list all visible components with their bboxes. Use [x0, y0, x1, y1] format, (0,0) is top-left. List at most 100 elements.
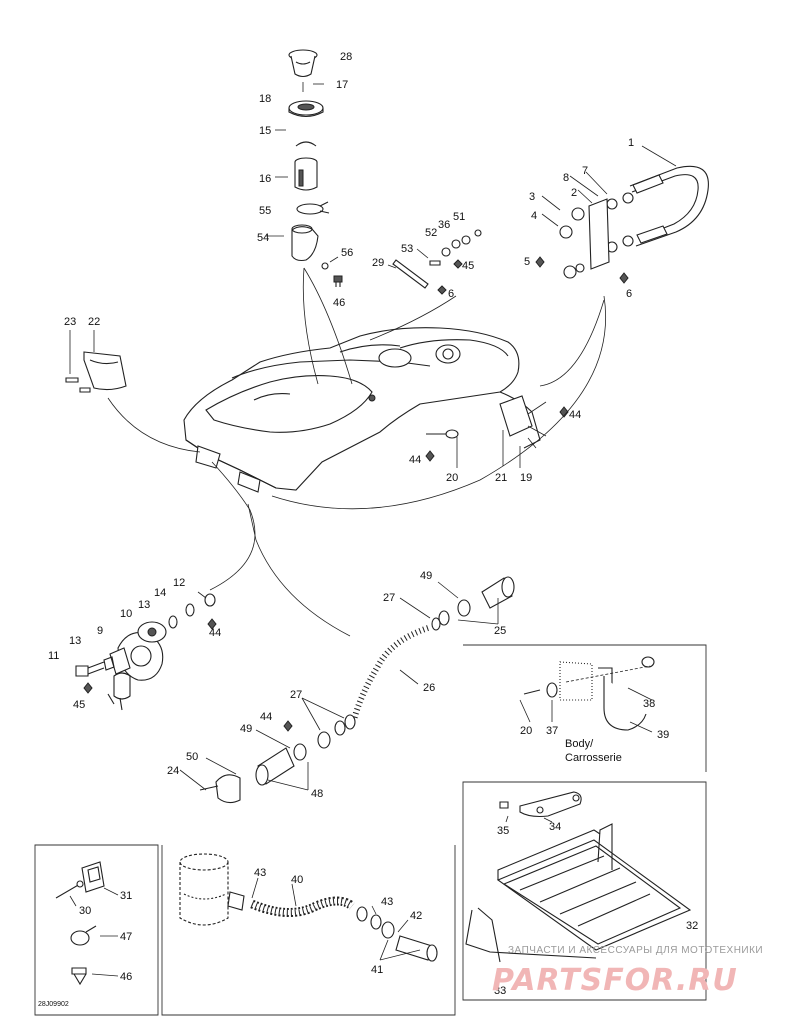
rod-29	[387, 259, 429, 289]
leader-lines	[107, 267, 606, 637]
frame-tray	[462, 781, 707, 1001]
callout-6-right: 6	[626, 288, 632, 300]
hull-body	[183, 327, 569, 493]
callout-56: 56	[341, 247, 353, 259]
callout-13-top: 13	[138, 599, 150, 611]
callout-26: 26	[423, 682, 435, 694]
callout-27-top: 27	[383, 592, 395, 604]
callout-12: 12	[173, 577, 185, 589]
callout-11: 11	[48, 650, 59, 662]
callout-21: 21	[495, 472, 507, 484]
bracket-34	[499, 791, 582, 823]
pump-housing-9	[107, 632, 164, 711]
frame-body-bracket	[463, 644, 707, 772]
callout-22: 22	[88, 316, 100, 328]
callout-38: 38	[643, 698, 655, 710]
callout-49-top: 49	[420, 570, 432, 582]
fitting-41-42	[356, 905, 438, 962]
callout-44-center: 44	[409, 454, 421, 466]
plate-10	[137, 621, 167, 643]
cover-22	[65, 330, 127, 393]
note-body-line2: Carrosserie	[565, 752, 622, 764]
callout-42: 42	[410, 910, 422, 922]
clamp-55	[296, 201, 330, 215]
callout-34: 34	[549, 821, 561, 833]
callout-46-top: 46	[333, 297, 345, 309]
oring-17	[302, 82, 324, 92]
callout-43-left: 43	[254, 867, 266, 879]
callout-7: 7	[582, 165, 588, 177]
callout-3: 3	[529, 191, 535, 203]
callout-37: 37	[546, 725, 558, 737]
callout-33: 33	[494, 985, 506, 997]
callout-32: 32	[686, 920, 698, 932]
clip-6-center	[437, 285, 447, 295]
callout-49-bottom: 49	[240, 723, 252, 735]
callout-16: 16	[259, 173, 271, 185]
callout-2: 2	[571, 187, 577, 199]
callout-36: 36	[438, 219, 450, 231]
callout-1: 1	[628, 137, 634, 149]
watermark-logo: PARTSFOR.RU	[492, 963, 738, 998]
callout-43-right: 43	[381, 896, 393, 908]
callout-51: 51	[453, 211, 465, 223]
callout-48: 48	[311, 788, 323, 800]
callout-19: 19	[520, 472, 532, 484]
callout-24: 24	[167, 765, 179, 777]
clamp-15	[275, 129, 317, 147]
callout-17: 17	[336, 79, 348, 91]
callout-44-right: 44	[569, 409, 581, 421]
callout-13-bottom: 13	[69, 635, 81, 647]
callout-45-top: 45	[462, 260, 474, 272]
flange-18	[288, 100, 324, 118]
tie-30	[55, 880, 84, 907]
callout-39: 39	[657, 729, 669, 741]
handle-hardware	[535, 171, 634, 284]
bilge-pump	[179, 853, 245, 926]
callout-52: 52	[425, 227, 437, 239]
callout-53: 53	[401, 243, 413, 255]
callout-28: 28	[340, 51, 352, 63]
screw-56	[321, 256, 339, 270]
callout-31: 31	[120, 890, 132, 902]
callout-labels: 28 17 18 15 16 55 54 56 46 29 6 53 52 36…	[48, 51, 698, 997]
note-body-line1: Body/	[565, 738, 594, 750]
clip-46-top	[333, 275, 343, 287]
frame-lower-middle	[161, 845, 456, 1016]
fitting-bottom	[179, 697, 356, 804]
callout-45-left: 45	[73, 699, 85, 711]
callout-10: 10	[120, 608, 132, 620]
callout-55: 55	[259, 205, 271, 217]
clamp-47	[70, 925, 118, 946]
callout-9: 9	[97, 625, 103, 637]
hose-26	[351, 625, 429, 721]
clip-31	[81, 861, 119, 896]
hose-16	[275, 157, 318, 191]
callout-50: 50	[186, 751, 198, 763]
callout-47: 47	[120, 931, 132, 943]
callout-15: 15	[259, 125, 271, 137]
callout-20-center: 20	[446, 472, 458, 484]
callout-25: 25	[494, 625, 506, 637]
callout-20-body: 20	[520, 725, 532, 737]
tray-32	[465, 823, 692, 963]
elbow-54	[266, 224, 319, 262]
callout-46-bottom: 46	[120, 971, 132, 983]
drawing-code: 28J09902	[38, 1001, 69, 1008]
callout-8: 8	[563, 172, 569, 184]
callout-23: 23	[64, 316, 76, 328]
callout-27-bottom: 27	[290, 689, 302, 701]
callout-5: 5	[524, 256, 530, 268]
bolt-11	[75, 656, 115, 694]
washers-13-14	[168, 591, 217, 630]
callout-29: 29	[372, 257, 384, 269]
callout-30: 30	[79, 905, 91, 917]
callout-35: 35	[497, 825, 509, 837]
callout-44-bottom: 44	[260, 711, 272, 723]
callout-40: 40	[291, 874, 303, 886]
callout-4: 4	[531, 210, 537, 222]
callout-54: 54	[257, 232, 269, 244]
fastener-cluster	[416, 229, 482, 269]
